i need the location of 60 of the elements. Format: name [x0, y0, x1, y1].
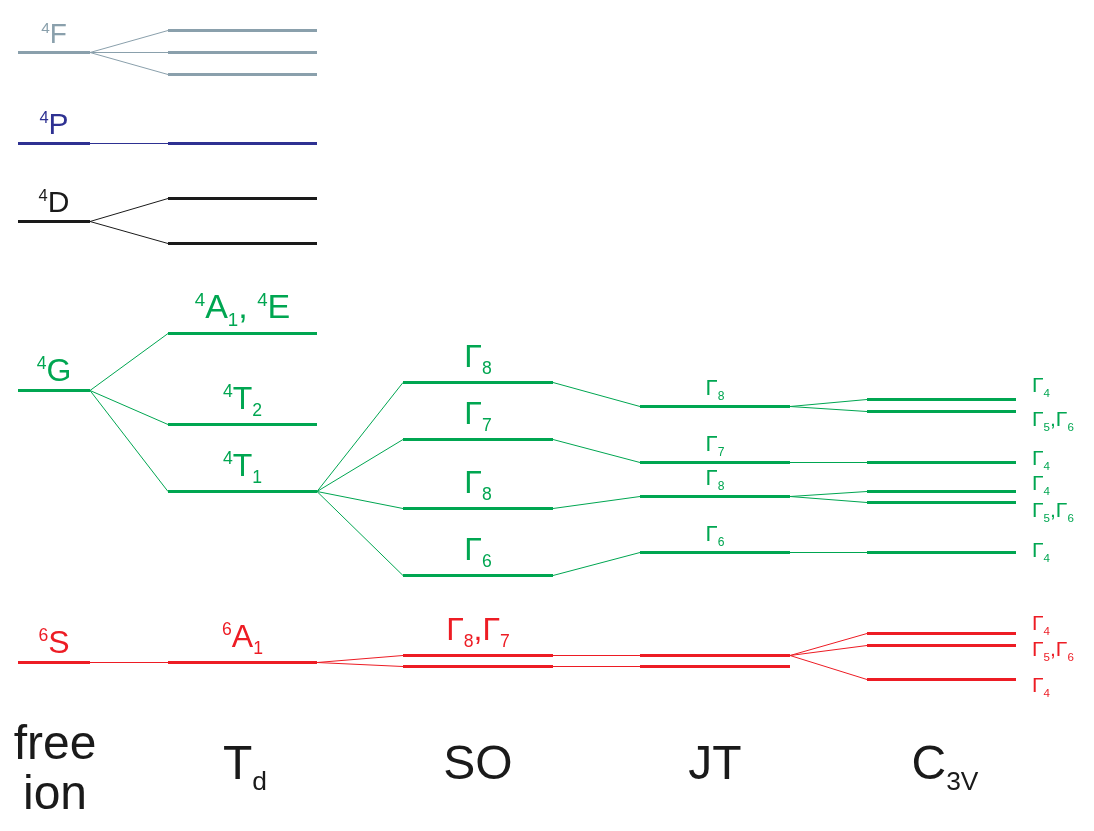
connector-line: [789, 462, 868, 463]
level-label: Γ$_{4}$: [1032, 374, 1050, 400]
connector-line: [89, 52, 169, 53]
column-heading: free ion: [12, 718, 98, 819]
connector-line: [89, 52, 169, 75]
level-label: $^{4}$P: [39, 109, 69, 139]
connector-line: [316, 491, 404, 576]
connector-line: [89, 30, 169, 53]
column-heading: C$_{3V}$: [910, 738, 980, 796]
connector-line: [789, 496, 868, 503]
connector-line: [552, 496, 641, 509]
connector-line: [89, 662, 169, 663]
level-label: Γ$_{4}$: [1032, 612, 1050, 638]
level-label: $^{4}$T$_{2}$: [222, 382, 263, 420]
connector-line: [316, 491, 404, 509]
level-label: Γ$_{6}$: [705, 522, 725, 548]
connector-line: [552, 655, 641, 656]
connector-line: [316, 439, 404, 492]
level-label: Γ$_{8}$: [464, 466, 492, 504]
connector-line: [552, 439, 641, 463]
level-label: Γ$_{5}$,Γ$_{6}$: [1032, 499, 1074, 525]
level-label: Γ$_{8}$: [705, 466, 725, 492]
column-heading: JT: [687, 738, 743, 789]
connector-line: [789, 655, 868, 680]
level-label: Γ$_{6}$: [464, 533, 492, 571]
level-label: Γ$_{4}$: [1032, 539, 1050, 565]
level-label: Γ$_{4}$: [1032, 674, 1050, 700]
level-label: Γ$_{8}$,Γ$_{7}$: [446, 613, 510, 651]
column-heading: T$_{d}$: [222, 738, 268, 796]
level-label: Γ$_{7}$: [464, 397, 492, 435]
connector-line: [316, 382, 404, 492]
level-label: $^{4}$D: [38, 187, 70, 217]
level-label: Γ$_{5}$,Γ$_{6}$: [1032, 408, 1074, 434]
connector-line: [552, 552, 641, 576]
level-label: $^{4}$T$_{1}$: [222, 449, 263, 487]
connector-line: [89, 390, 169, 425]
connector-line: [552, 666, 641, 667]
connector-line: [316, 662, 404, 667]
connector-line: [789, 633, 868, 656]
connector-line: [89, 143, 169, 144]
column-heading: SO: [442, 738, 514, 789]
connector-line: [789, 406, 868, 412]
level-label: Γ$_{8}$: [464, 340, 492, 378]
level-label: Γ$_{7}$: [705, 432, 725, 458]
connector-line: [789, 645, 868, 656]
level-label: $^{6}$A$_{1}$: [222, 620, 263, 658]
connector-line: [89, 333, 169, 391]
connector-line: [89, 198, 169, 222]
connector-line: [552, 382, 641, 407]
connector-line: [789, 552, 868, 553]
level-label: $^{4}$A$_{1}$, $^{4}$E: [194, 288, 291, 329]
level-label: $^{4}$G: [36, 354, 72, 386]
connector-line: [89, 390, 169, 492]
connector-line: [89, 221, 169, 244]
level-label: Γ$_{8}$: [705, 376, 725, 402]
level-label: Γ$_{5}$,Γ$_{6}$: [1032, 638, 1074, 664]
level-label: Γ$_{4}$: [1032, 472, 1050, 498]
level-label: $^{4}$F: [41, 19, 67, 48]
level-label: $^{6}$S: [38, 626, 70, 658]
level-label: Γ$_{4}$: [1032, 447, 1050, 473]
